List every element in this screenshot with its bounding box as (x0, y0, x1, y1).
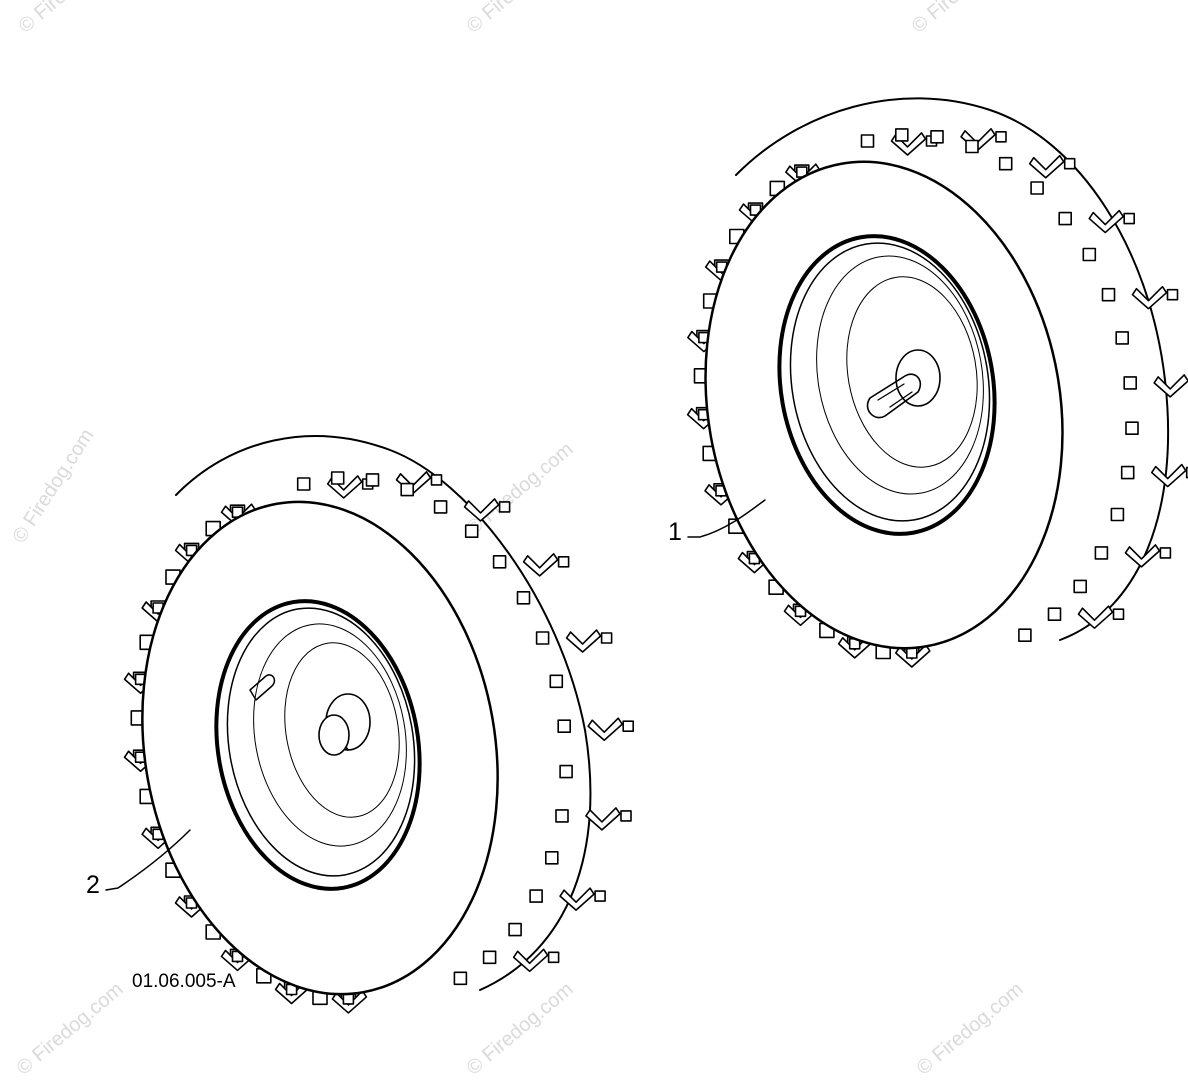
tread-lug (1018, 628, 1032, 643)
tread-block (1123, 212, 1135, 225)
tread-lug (529, 889, 543, 903)
tread-chevron (512, 948, 549, 973)
wheel-right-tire-back (735, 97, 1170, 641)
tread-block (1112, 608, 1125, 621)
tread-lug (965, 139, 979, 154)
tread-chevron (331, 990, 368, 1014)
tread-lug (400, 482, 415, 497)
tread-lug (998, 156, 1013, 171)
tread-chevron (1088, 209, 1125, 234)
tread-chevron (1150, 463, 1187, 488)
tread-chevron (559, 887, 595, 911)
callout-2-number: 2 (86, 871, 100, 899)
wheel-left-rim-ring (253, 623, 407, 847)
tread-block (620, 810, 632, 822)
tread-block (600, 632, 613, 644)
tread-lug (516, 590, 531, 605)
tread-lug (296, 477, 311, 491)
tread-block (1159, 547, 1172, 559)
tread-lug (365, 473, 380, 487)
tread-chevron (587, 717, 624, 742)
wheel-left-rim-inner (226, 607, 416, 877)
tread-block (547, 951, 560, 964)
tread-block (622, 720, 635, 733)
tread-block (1063, 157, 1076, 170)
wheel-left-hub-front (318, 714, 350, 756)
tread-lug (894, 128, 909, 142)
tread-chevron (1153, 374, 1188, 398)
tread-chevron (890, 132, 927, 156)
tread-chevron (1077, 605, 1114, 629)
tread-lug (492, 554, 507, 569)
tread-lug (549, 674, 564, 689)
wheel-right-axle-key (877, 383, 913, 408)
wheel-right-rim-inner (789, 242, 991, 522)
tread-lug (1094, 546, 1109, 560)
tread-lug (930, 130, 944, 144)
tread-lug (1058, 211, 1072, 226)
tread-block (430, 474, 443, 486)
tread-block (1185, 466, 1188, 479)
tread-lug (433, 500, 448, 514)
tread-lug (557, 719, 572, 734)
callout-1-number: 1 (668, 518, 682, 546)
wheel-right-rim-ring (816, 255, 984, 495)
tread-chevron (1131, 285, 1168, 310)
tread-lug (1101, 287, 1116, 302)
tread-chevron (565, 629, 602, 653)
tread-lug (508, 922, 522, 937)
tread-lug (559, 764, 573, 779)
tread-block (342, 993, 355, 1005)
wheel-left-tire-back (175, 435, 592, 991)
tread-lug (1082, 247, 1097, 262)
wheel-left-rim-outer (214, 599, 422, 891)
wheel-right-rim-ring2 (846, 276, 978, 468)
callout-2-leader (105, 829, 191, 891)
wheel-right-sidewall (704, 160, 1064, 650)
tread-block (1166, 288, 1179, 301)
tread-lug (1125, 421, 1139, 436)
tread-lug (453, 971, 468, 986)
wheel-right-rim-outer (777, 234, 997, 536)
tread-chevron (894, 644, 931, 668)
callout-1-leader (687, 499, 766, 538)
tread-lug (555, 809, 569, 823)
tread-block (905, 647, 918, 659)
tread-block (594, 890, 606, 902)
tread-lug (1047, 607, 1062, 622)
tread-lug (1123, 376, 1137, 390)
wheel-left-rim-ring2 (284, 642, 400, 818)
wheel-right-axle (866, 373, 922, 419)
tread-chevron (326, 475, 363, 499)
wheel-right-hub (895, 349, 941, 407)
tread-block (498, 501, 511, 513)
tread-block (557, 555, 570, 568)
tread-lug (535, 631, 550, 645)
tread-lug (464, 524, 479, 539)
tread-chevron (1028, 154, 1065, 179)
tread-chevron (585, 807, 621, 831)
tread-lug (1073, 579, 1087, 594)
tread-chevron (1124, 544, 1161, 568)
tread-lug (1120, 465, 1135, 480)
tread-lug (1115, 331, 1129, 345)
wheel-left-sidewall (141, 500, 499, 996)
tread-chevron (522, 553, 559, 577)
wheel-left-valve-stem (249, 674, 276, 701)
tread-lug (330, 471, 345, 485)
wheel-left (105, 435, 635, 1014)
tread-lug (482, 950, 497, 965)
tread-lug (860, 134, 875, 148)
tread-lug (1110, 507, 1125, 522)
tread-lug (544, 850, 559, 865)
tread-lug (1030, 181, 1044, 195)
tread-block (995, 131, 1007, 143)
wheel-right (686, 97, 1188, 668)
tread-chevron (463, 498, 500, 522)
figure-id: 01.06.005-A (132, 971, 236, 992)
